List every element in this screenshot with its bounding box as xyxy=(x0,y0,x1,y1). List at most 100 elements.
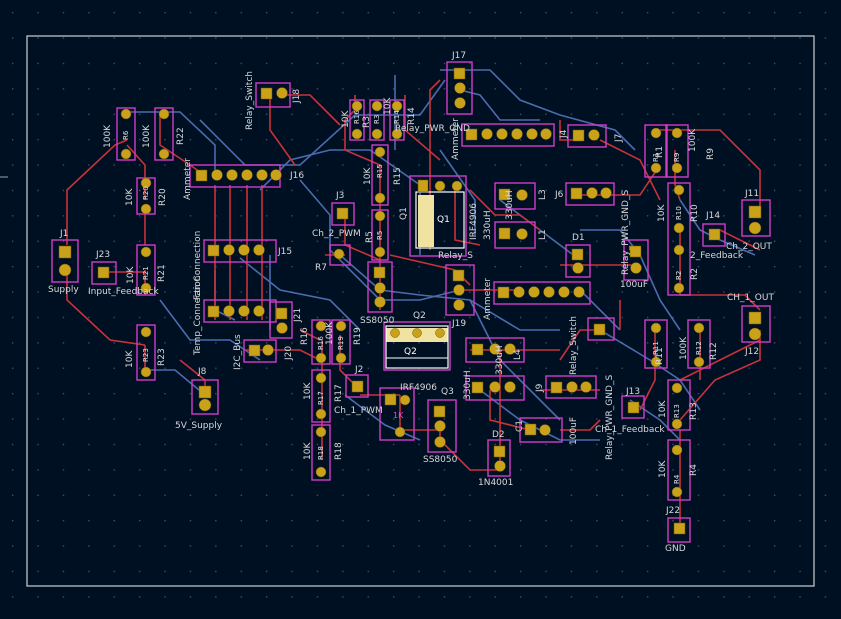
svg-text:330uH: 330uH xyxy=(463,370,473,400)
svg-text:Relay_PWR_GND_S: Relay_PWR_GND_S xyxy=(605,375,615,460)
svg-text:J2: J2 xyxy=(354,365,363,375)
svg-text:R9: R9 xyxy=(706,148,716,160)
svg-text:R18: R18 xyxy=(317,446,325,460)
svg-text:J14: J14 xyxy=(705,211,720,221)
q2-outline xyxy=(385,325,449,369)
svg-text:10K: 10K xyxy=(658,400,668,418)
svg-text:R16: R16 xyxy=(353,110,361,124)
svg-text:R1: R1 xyxy=(655,146,665,158)
svg-text:R12: R12 xyxy=(695,341,703,355)
svg-text:J1: J1 xyxy=(59,229,68,239)
svg-text:2_Feedback: 2_Feedback xyxy=(690,251,744,261)
svg-text:J6: J6 xyxy=(554,190,564,200)
svg-text:J19: J19 xyxy=(451,319,466,329)
svg-text:10K: 10K xyxy=(303,382,313,400)
svg-text:10K: 10K xyxy=(303,442,313,460)
svg-text:R1: R1 xyxy=(652,153,660,162)
svg-text:100K: 100K xyxy=(103,124,113,148)
svg-text:100K: 100K xyxy=(325,321,335,345)
svg-text:10K: 10K xyxy=(657,204,667,222)
svg-text:R11: R11 xyxy=(652,341,660,355)
svg-text:R21: R21 xyxy=(142,266,150,280)
svg-text:R22: R22 xyxy=(176,127,186,145)
svg-text:100uF: 100uF xyxy=(569,417,579,445)
svg-text:Ammeter: Ammeter xyxy=(451,118,461,160)
q1-body xyxy=(418,195,434,247)
svg-text:R18: R18 xyxy=(334,442,344,460)
board-edge xyxy=(26,35,815,587)
svg-text:R21: R21 xyxy=(157,264,167,282)
svg-text:Ammeter: Ammeter xyxy=(183,158,193,200)
svg-text:Q3: Q3 xyxy=(441,387,454,397)
svg-text:R14: R14 xyxy=(393,110,401,124)
svg-text:J8: J8 xyxy=(197,367,207,377)
svg-text:R3: R3 xyxy=(362,116,372,128)
svg-text:Fan Connection: Fan Connection xyxy=(193,231,203,300)
svg-text:J21: J21 xyxy=(293,308,303,323)
svg-text:R23: R23 xyxy=(142,348,150,362)
svg-text:10K: 10K xyxy=(363,167,373,185)
svg-text:10K: 10K xyxy=(341,110,351,128)
svg-text:R15: R15 xyxy=(376,164,384,178)
svg-text:Relay_PWR_GND_S: Relay_PWR_GND_S xyxy=(621,190,631,275)
svg-text:SS8050: SS8050 xyxy=(423,455,458,465)
svg-text:10K: 10K xyxy=(125,350,135,368)
svg-text:J16: J16 xyxy=(289,171,304,181)
svg-text:R14: R14 xyxy=(407,107,417,125)
svg-text:Ammeter: Ammeter xyxy=(483,278,493,320)
svg-text:R19: R19 xyxy=(337,336,345,350)
svg-text:J4: J4 xyxy=(559,129,569,139)
svg-text:Q2: Q2 xyxy=(413,311,426,321)
svg-text:Relay_Switch: Relay_Switch xyxy=(569,316,579,375)
svg-text:Input_Feedback: Input_Feedback xyxy=(88,287,159,297)
svg-text:J17: J17 xyxy=(451,51,466,61)
svg-text:5V_Supply: 5V_Supply xyxy=(175,421,223,431)
svg-text:Supply: Supply xyxy=(48,285,79,295)
svg-text:GND: GND xyxy=(665,544,686,554)
svg-text:L1: L1 xyxy=(538,229,548,240)
svg-text:10K: 10K xyxy=(383,97,393,115)
svg-text:Q2: Q2 xyxy=(404,347,417,357)
svg-text:330uH: 330uH xyxy=(483,210,493,240)
svg-text:R20: R20 xyxy=(142,186,150,200)
svg-text:J12: J12 xyxy=(744,347,759,357)
svg-text:J20: J20 xyxy=(284,346,294,361)
svg-text:L3: L3 xyxy=(538,189,548,200)
svg-text:C1: C1 xyxy=(515,420,525,432)
svg-text:Ch_1_Feedback: Ch_1_Feedback xyxy=(595,425,665,435)
svg-text:R15: R15 xyxy=(393,167,403,185)
courtyards xyxy=(51,61,771,543)
svg-text:L4: L4 xyxy=(513,349,523,360)
svg-text:J23: J23 xyxy=(95,250,110,260)
svg-text:R9: R9 xyxy=(673,153,681,162)
silkscreen-labels: J17 Relay_Switch J18 Ammeter Relay_PWR_G… xyxy=(48,51,774,554)
svg-text:1K: 1K xyxy=(393,411,404,420)
svg-text:100K: 100K xyxy=(688,128,698,152)
svg-text:R17: R17 xyxy=(317,391,325,405)
svg-text:R23: R23 xyxy=(157,348,167,366)
svg-text:1N4001: 1N4001 xyxy=(478,478,513,488)
svg-text:Q1: Q1 xyxy=(437,215,450,225)
svg-text:Ch_2_PWM: Ch_2_PWM xyxy=(312,229,361,239)
svg-text:R20: R20 xyxy=(158,188,168,206)
svg-text:R16: R16 xyxy=(317,336,325,350)
svg-text:Ch_1_PWM: Ch_1_PWM xyxy=(334,406,383,416)
svg-text:R17: R17 xyxy=(334,384,344,402)
svg-text:R4: R4 xyxy=(673,474,681,484)
svg-text:J13: J13 xyxy=(625,387,640,397)
pads xyxy=(58,67,762,535)
svg-text:10K: 10K xyxy=(126,266,136,284)
svg-text:R4: R4 xyxy=(689,464,699,476)
svg-text:D1: D1 xyxy=(572,233,585,243)
svg-text:IRF4906: IRF4906 xyxy=(400,383,437,393)
svg-text:100K: 100K xyxy=(142,124,152,148)
svg-text:R16: R16 xyxy=(300,327,310,345)
svg-text:330uH: 330uH xyxy=(505,190,515,220)
svg-text:J18: J18 xyxy=(292,89,302,104)
svg-text:SS8050: SS8050 xyxy=(360,316,395,326)
svg-text:R10: R10 xyxy=(690,204,700,222)
svg-text:R13: R13 xyxy=(673,404,681,418)
svg-text:R2: R2 xyxy=(690,268,700,280)
